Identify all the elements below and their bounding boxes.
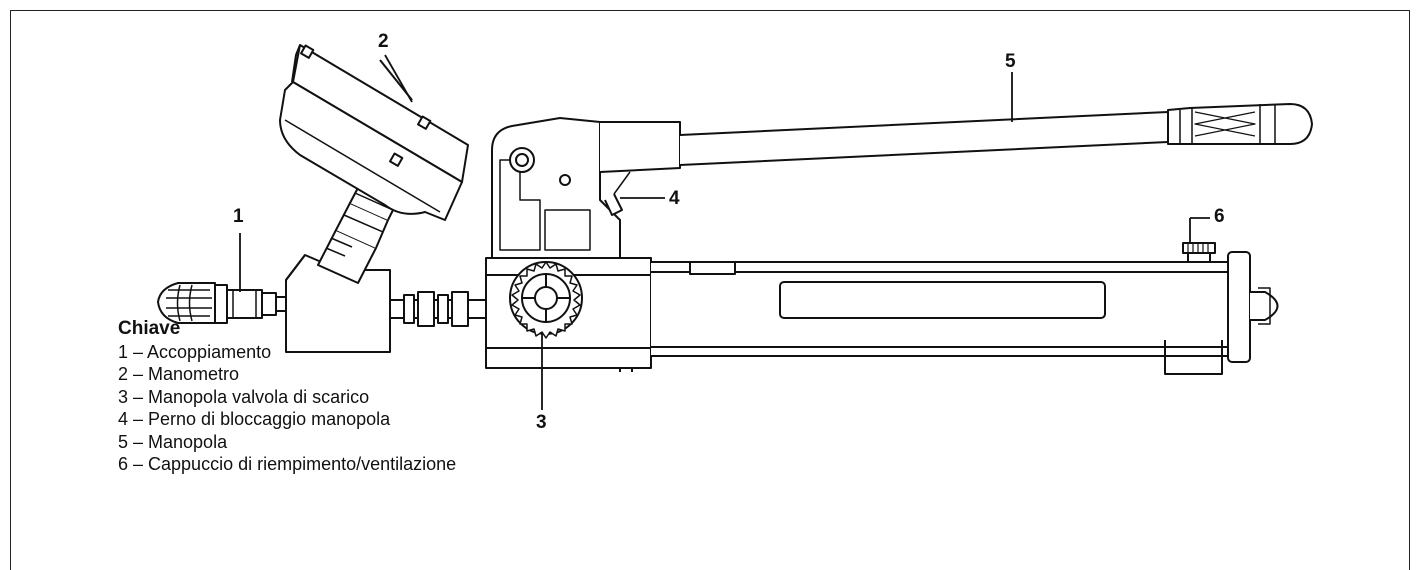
callout-6: 6	[1214, 206, 1225, 227]
callout-2: 2	[378, 31, 389, 52]
legend-item: 1 – Accoppiamento	[118, 341, 272, 362]
legend-item: 4 – Perno di bloccaggio manopola	[118, 409, 391, 429]
callout-1: 1	[233, 206, 244, 227]
leader-lines	[239, 54, 1210, 410]
coupler-illustration	[157, 282, 287, 324]
legend-item: 5 – Manopola	[118, 431, 228, 452]
pipe-illustration	[390, 291, 486, 327]
callout-5: 5	[1005, 51, 1016, 72]
legend-item: 6 – Cappuccio di riempimento/ventilazion…	[118, 454, 457, 474]
pump-head-illustration	[491, 117, 681, 259]
legend-title: Chiave	[118, 318, 181, 339]
legend-item: 3 – Manopola valvola di scarico	[118, 386, 370, 407]
pump-body-illustration	[485, 242, 1279, 375]
handle-illustration	[679, 103, 1313, 166]
release-valve-knob-illustration	[509, 261, 583, 339]
legend-item: 2 – Manometro	[118, 364, 240, 384]
figure-frame	[10, 10, 1410, 570]
legend: Chiave 1 – Accoppiamento 2 – Manometro 3…	[118, 318, 456, 476]
callout-4: 4	[669, 188, 680, 209]
callout-3: 3	[536, 412, 547, 433]
pressure-gauge-illustration	[279, 44, 469, 221]
